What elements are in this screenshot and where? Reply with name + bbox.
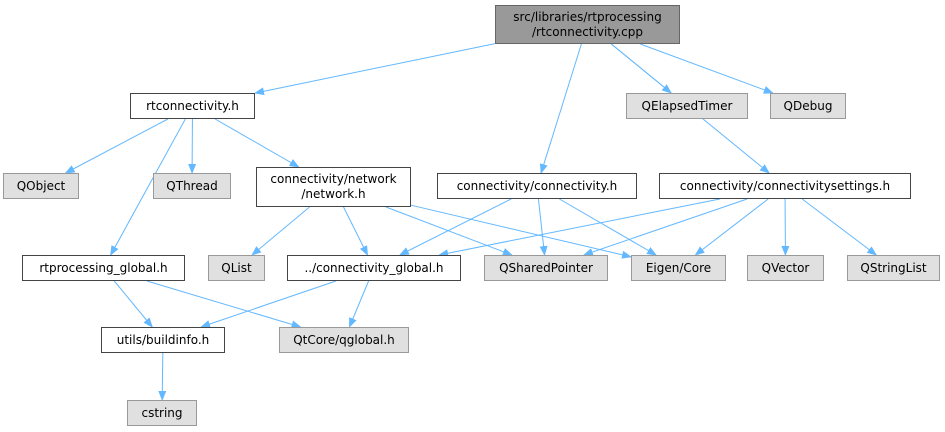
node-label-line1: src/libraries/rtprocessing	[513, 9, 662, 24]
node-label: connectivity/connectivity.h	[456, 178, 618, 193]
node-qsharedpointer[interactable]: QSharedPointer	[484, 255, 608, 281]
edge-connectivity_h-to-eigen_core	[559, 198, 657, 256]
node-connectivitysettings-h[interactable]: connectivity/connectivitysettings.h	[659, 173, 911, 199]
edge-root-to-rtconnectivity_h	[254, 43, 496, 96]
node-rtprocessing-global-h[interactable]: rtprocessing_global.h	[22, 255, 185, 281]
node-label-line2: /rtconnectivity.cpp	[531, 24, 644, 39]
node-rtconnectivity-h[interactable]: rtconnectivity.h	[130, 93, 255, 119]
edge-connectivity_global_h-to-buildinfo_h	[200, 280, 337, 328]
node-label: QVector	[761, 260, 810, 275]
node-cstring[interactable]: cstring	[127, 400, 197, 426]
node-connectivity-h[interactable]: connectivity/connectivity.h	[437, 173, 637, 199]
node-label: QStringList	[860, 260, 927, 275]
edge-network_h-to-qlist	[251, 206, 310, 256]
node-qelapsedtimer[interactable]: QElapsedTimer	[626, 93, 748, 119]
node-qdebug[interactable]: QDebug	[770, 93, 846, 119]
edge-connectivitysettings_h-to-connectivity_global_h	[438, 198, 720, 258]
edge-rtconnectivity_h-to-qobject	[64, 118, 169, 174]
node-qtcore-qglobal-h[interactable]: QtCore/qglobal.h	[279, 327, 409, 353]
edge-connectivity_h-to-qsharedpointer	[537, 198, 548, 256]
node-label: QList	[221, 260, 252, 275]
edge-root-to-qdebug	[640, 43, 774, 94]
node-network-h[interactable]: connectivity/network /network.h	[256, 167, 411, 207]
node-label: connectivity/connectivitysettings.h	[679, 178, 891, 193]
node-label: QSharedPointer	[499, 260, 593, 275]
node-label: QObject	[16, 178, 66, 193]
node-label: QDebug	[783, 98, 833, 113]
node-label: QThread	[166, 178, 218, 193]
node-qlist[interactable]: QList	[208, 255, 265, 281]
edge-root-to-connectivity_h	[539, 43, 582, 174]
edge-network_h-to-connectivity_global_h	[343, 206, 368, 256]
node-connectivity-global-h[interactable]: ../connectivity_global.h	[287, 255, 461, 281]
node-qobject[interactable]: QObject	[3, 173, 79, 199]
node-label-line1: connectivity/network	[270, 172, 397, 186]
edge-connectivity_h-to-connectivity_global_h	[398, 198, 512, 256]
edge-connectivity_global_h-to-qglobal_h	[348, 280, 370, 328]
node-label: QtCore/qglobal.h	[293, 332, 395, 347]
node-label: cstring	[141, 405, 183, 420]
node-qstringlist[interactable]: QStringList	[847, 255, 940, 281]
node-label: QElapsedTimer	[641, 98, 733, 113]
edge-connectivitysettings_h-to-qsharedpointer	[582, 198, 748, 256]
edge-rtconnectivity_h-to-network_h	[214, 118, 300, 168]
node-label: rtprocessing_global.h	[39, 260, 168, 275]
edge-rtprocessing_global_h-to-qglobal_h	[146, 280, 302, 329]
node-label: ../connectivity_global.h	[304, 260, 444, 275]
node-label: rtconnectivity.h	[146, 98, 239, 113]
edge-network_h-to-eigen_core	[410, 204, 632, 259]
node-label: utils/buildinfo.h	[116, 332, 210, 347]
edge-buildinfo_h-to-cstring	[158, 352, 167, 401]
node-label: Eigen/Core	[645, 260, 712, 275]
node-qvector[interactable]: QVector	[747, 255, 824, 281]
edge-connectivitysettings_h-to-qstringlist	[801, 198, 878, 256]
edge-rtprocessing_global_h-to-buildinfo_h	[113, 280, 153, 328]
node-buildinfo-h[interactable]: utils/buildinfo.h	[101, 327, 225, 353]
edge-network_h-to-qsharedpointer	[385, 206, 513, 256]
node-qthread[interactable]: QThread	[153, 173, 231, 199]
node-eigen-core[interactable]: Eigen/Core	[631, 255, 726, 281]
node-rtconnectivity-cpp[interactable]: src/libraries/rtprocessing /rtconnectivi…	[495, 5, 680, 44]
edge-rtconnectivity_h-to-rtprocessing_global_h	[110, 118, 186, 256]
node-label-line2: /network.h	[301, 187, 366, 201]
edge-connectivitysettings_h-to-eigen_core	[694, 198, 769, 256]
